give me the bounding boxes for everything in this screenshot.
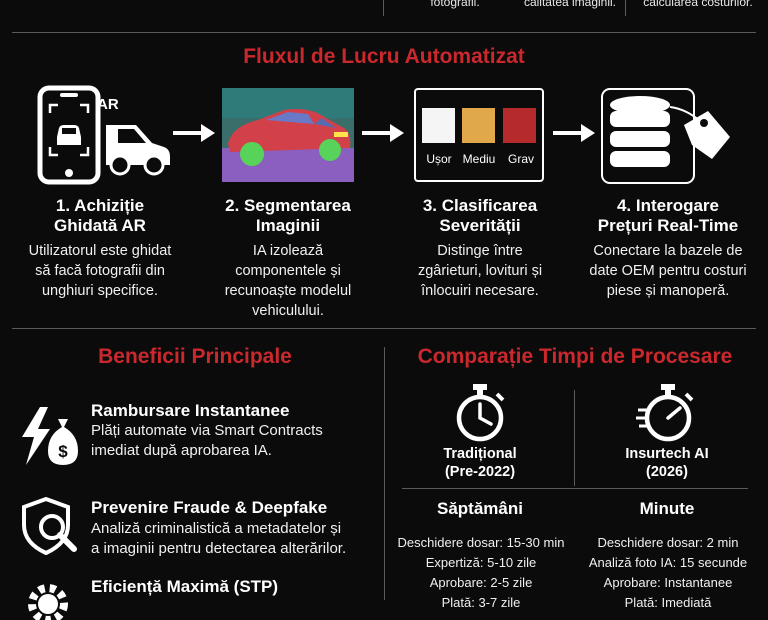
benefits-title: Beneficii Principale [98, 345, 292, 368]
step-3-desc-line: zgârieturi, lovituri și [417, 263, 543, 279]
lightning-money-bag-icon: $ [18, 405, 80, 467]
gear-icon [24, 580, 72, 620]
comparison-header-divider [402, 488, 748, 489]
ar-phone-car-icon [36, 85, 172, 185]
stopwatch-icon-traditional [453, 384, 507, 442]
step-1-title-line2: Ghidată AR [54, 216, 146, 235]
section-divider-top [12, 32, 756, 33]
shield-magnifier-icon [20, 497, 80, 555]
benefit-1-desc-line: imediat după aprobarea IA. [91, 442, 272, 459]
traditional-detail: Deschidere dosar: 15-30 min Expertiză: 5… [386, 533, 576, 613]
traditional-summary: Săptămâni [437, 499, 523, 518]
segmentation-image-icon [222, 88, 354, 182]
ai-detail-line: Aprobare: Instantanee [603, 575, 733, 590]
ai-detail-line: Plată: Imediată [624, 595, 712, 610]
benefits-comparison-divider [384, 347, 385, 600]
step-4-desc-line: date OEM pentru costuri [589, 263, 747, 279]
step-2-title-line1: 2. Segmentarea [225, 196, 351, 215]
traditional-detail-line: Expertiză: 5-10 zile [425, 555, 537, 570]
ai-heading-line1: Insurtech AI [625, 446, 709, 462]
ai-heading-line2: (2026) [646, 464, 688, 480]
top-divider-2 [625, 0, 626, 16]
arrow-icon-3 [553, 122, 597, 144]
step-3-title-line1: 3. Clasificarea [422, 196, 538, 215]
traditional-detail-line: Aprobare: 2-5 zile [429, 575, 533, 590]
step-4-desc: Conectare la bazele de date OEM pentru c… [573, 241, 763, 301]
severity-swatch-light [422, 108, 455, 143]
ai-heading: Insurtech AI (2026) [582, 445, 752, 481]
traditional-detail-line: Deschidere dosar: 15-30 min [397, 535, 565, 550]
benefit-1-title: Rambursare Instantanee [91, 401, 290, 420]
step-2-desc-line: componentele și [235, 263, 341, 279]
section-divider-middle [12, 328, 756, 329]
severity-label-medium: Mediu [462, 152, 496, 166]
severity-panel: Ușor Mediu Grav [414, 88, 544, 182]
ai-detail: Deschidere dosar: 2 min Analiză foto IA:… [573, 533, 763, 613]
step-2-desc-line: IA izolează [252, 243, 324, 259]
severity-swatch-medium [462, 108, 495, 143]
comparison-title: Comparație Timpi de Procesare [417, 345, 733, 368]
svg-text:$: $ [58, 442, 68, 461]
top-text-col2: calitatea imaginii. [523, 0, 617, 9]
step-3-title: 3. Clasificarea Severității [395, 196, 565, 236]
step-4-title-line1: 4. Interogare [616, 196, 720, 215]
ai-summary: Minute [639, 499, 695, 518]
step-2-desc: IA izolează componentele și recunoaște m… [198, 241, 378, 321]
step-3-desc-line: Distinge între [437, 243, 523, 259]
step-1-title-line1: 1. Achiziție [55, 196, 145, 215]
step-3-desc-line: înlocuiri necesare. [421, 283, 539, 299]
step-1-desc-line: unghiuri specifice. [41, 283, 159, 299]
benefit-2-desc-line: a imaginii pentru detectarea alterărilor… [91, 540, 347, 557]
benefit-3-title: Eficiență Maximă (STP) [91, 577, 279, 596]
severity-label-severe: Grav [507, 152, 534, 166]
step-4-title: 4. Interogare Prețuri Real-Time [578, 196, 758, 236]
ai-detail-line: Analiză foto IA: 15 secunde [588, 555, 748, 570]
step-4-desc-line: Conectare la bazele de [593, 243, 743, 259]
arrow-icon-2 [362, 122, 406, 144]
comparison-column-divider [574, 390, 575, 486]
workflow-title: Fluxul de Lucru Automatizat [243, 45, 525, 68]
severity-label-light: Ușor [426, 152, 452, 166]
severity-swatch-severe [503, 108, 536, 143]
traditional-detail-line: Plată: 3-7 zile [441, 595, 521, 610]
benefit-1-desc: Plăți automate via Smart Contracts imedi… [91, 421, 381, 461]
traditional-heading: Tradițional (Pre-2022) [395, 445, 565, 481]
step-4-desc-line: piese și manoperă. [606, 283, 730, 299]
benefit-1-desc-line: Plăți automate via Smart Contracts [91, 422, 323, 439]
top-text-col1: fotografii. [430, 0, 480, 9]
benefit-2-title: Prevenire Fraude & Deepfake [91, 498, 328, 517]
ai-detail-line: Deschidere dosar: 2 min [597, 535, 739, 550]
ar-label: AR [97, 96, 119, 113]
step-4-title-line2: Prețuri Real-Time [597, 216, 739, 235]
database-price-tag-icon [600, 87, 732, 187]
step-3-title-line2: Severității [439, 216, 521, 235]
step-2-title-line2: Imaginii [255, 216, 321, 235]
step-1-desc: Utilizatorul este ghidat să facă fotogra… [10, 241, 190, 301]
arrow-icon-1 [173, 122, 217, 144]
step-2-title: 2. Segmentarea Imaginii [203, 196, 373, 236]
benefit-2-desc: Analiză criminalistică a metadatelor și … [91, 519, 381, 559]
step-1-desc-line: să facă fotografii din [35, 263, 165, 279]
traditional-heading-line1: Tradițional [443, 446, 517, 462]
top-text-col3: calcularea costurilor. [643, 0, 753, 9]
step-2-desc-line: recunoaște modelul [224, 283, 352, 299]
traditional-heading-line2: (Pre-2022) [444, 464, 516, 480]
step-1-title: 1. Achiziție Ghidată AR [15, 196, 185, 236]
benefit-2-desc-line: Analiză criminalistică a metadatelor și [91, 520, 342, 537]
stopwatch-icon-ai [636, 384, 700, 442]
step-1-desc-line: Utilizatorul este ghidat [28, 243, 172, 259]
step-2-desc-line: vehiculului. [252, 303, 324, 319]
top-divider-1 [383, 0, 384, 16]
step-3-desc: Distinge între zgârieturi, lovituri și î… [390, 241, 570, 301]
